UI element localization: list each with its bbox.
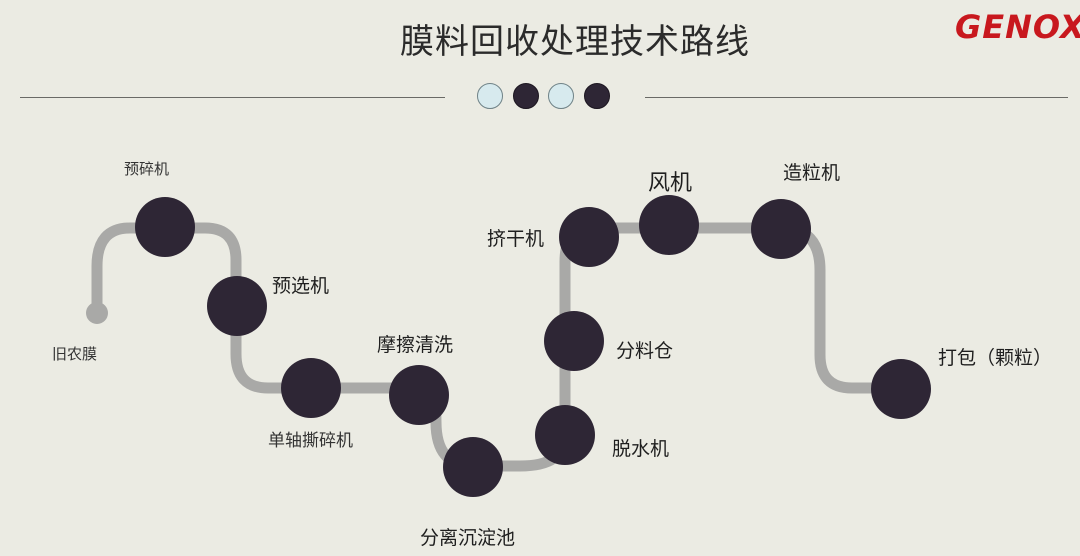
label-s10: 造粒机 <box>783 162 841 184</box>
node-s1 <box>135 197 195 257</box>
label-s9: 风机 <box>648 171 693 196</box>
genox-logo: GENOX <box>955 8 1080 46</box>
node-s6 <box>535 405 595 465</box>
node-s10 <box>751 199 811 259</box>
node-s9 <box>639 195 699 255</box>
label-s11: 打包（颗粒） <box>938 347 1053 369</box>
node-s8 <box>559 207 619 267</box>
label-s2: 预选机 <box>272 275 330 297</box>
pager-dot-3[interactable] <box>548 83 574 109</box>
flow-path <box>91 222 907 472</box>
node-s5 <box>443 437 503 497</box>
pager-dot-2[interactable] <box>513 83 539 109</box>
divider-left <box>20 97 445 98</box>
label-s1: 预碎机 <box>124 160 170 178</box>
label-s7: 分料仓 <box>616 340 674 362</box>
node-s3 <box>281 358 341 418</box>
label-s8: 挤干机 <box>487 228 545 250</box>
divider-right <box>645 97 1068 98</box>
start-node <box>86 302 108 324</box>
label-s5: 分离沉淀池 <box>420 527 516 549</box>
node-s4 <box>389 365 449 425</box>
page-title: 膜料回收处理技术路线 <box>400 22 750 62</box>
label-s4: 摩擦清洗 <box>377 334 454 356</box>
node-s2 <box>207 276 267 336</box>
label-start: 旧农膜 <box>52 345 98 363</box>
pager-dot-4[interactable] <box>584 83 610 109</box>
pager-dot-1[interactable] <box>477 83 503 109</box>
label-s6: 脱水机 <box>612 438 670 460</box>
label-s3: 单轴撕碎机 <box>268 431 353 451</box>
node-s11 <box>871 359 931 419</box>
node-s7 <box>544 311 604 371</box>
